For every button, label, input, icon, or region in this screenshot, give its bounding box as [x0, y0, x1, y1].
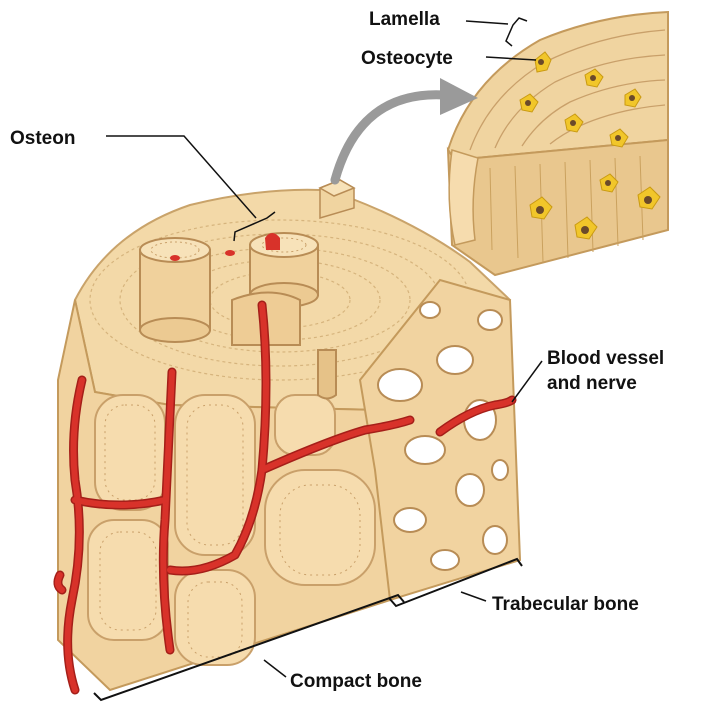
label-compact-bone: Compact bone: [290, 671, 422, 692]
label-osteocyte: Osteocyte: [361, 48, 453, 69]
inset-cut-face-curve: [449, 150, 478, 245]
label-lamella: Lamella: [369, 9, 440, 30]
inset-front-face: [448, 140, 668, 275]
lamella-leader: [466, 21, 508, 24]
label-blood-vessel-line2: and nerve: [547, 373, 637, 394]
label-trabecular-bone: Trabecular bone: [492, 594, 639, 615]
lamella-bracket: [506, 18, 527, 46]
blood-vessel-leader: [512, 361, 542, 402]
osteon-columns: [88, 395, 375, 665]
osteon-magnified-inset: [448, 12, 668, 275]
label-blood-vessel-line1: Blood vessel: [547, 348, 664, 369]
trabecular-leader: [461, 592, 486, 601]
label-osteon: Osteon: [10, 128, 75, 149]
compact-leader: [264, 660, 286, 677]
